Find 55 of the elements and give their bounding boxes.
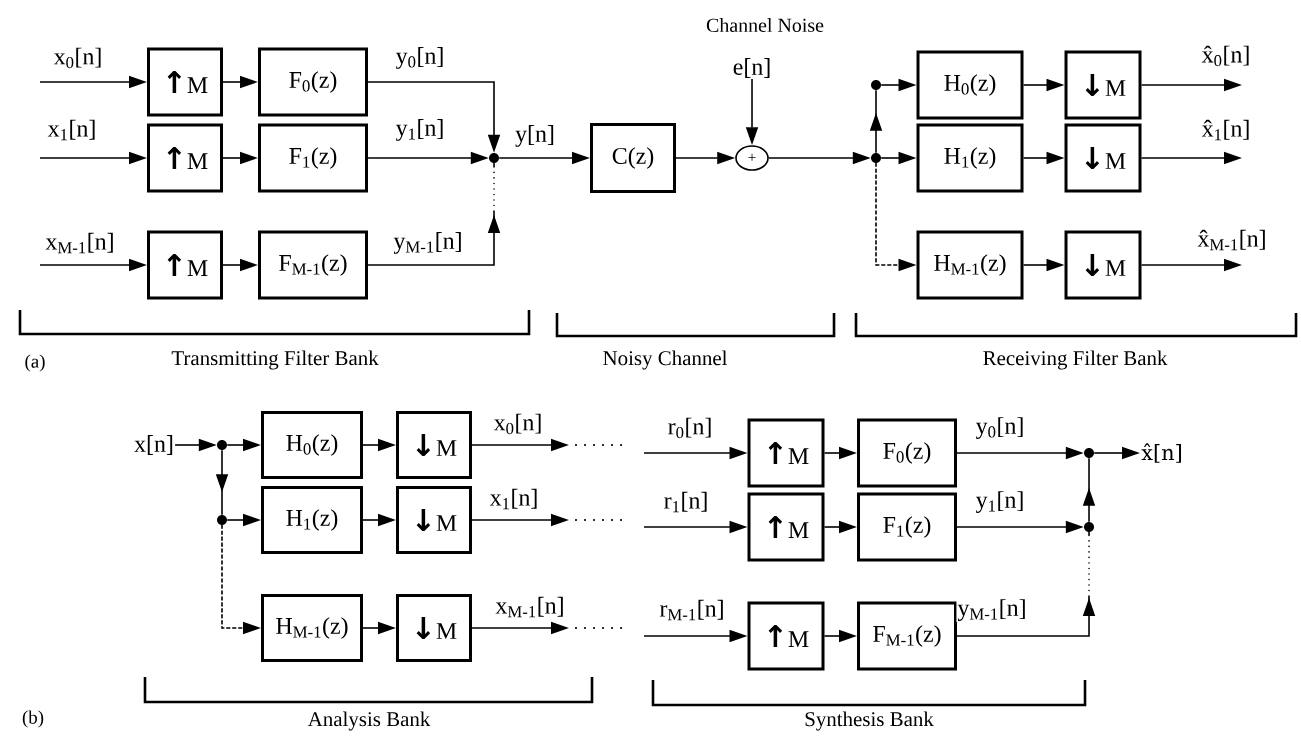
filter-box: F$_{0}$(z): [857, 418, 957, 488]
downsampler-box: ↓M: [1064, 50, 1142, 120]
edge-label: y$_{M-1}$[n]: [956, 598, 1028, 622]
upsampler-box: ↑M: [747, 418, 825, 488]
signal-label: x̂[n]: [1141, 443, 1181, 463]
signal-label: e[n]: [733, 58, 770, 78]
edge-label: r$_{M-1}$[n]: [658, 598, 726, 622]
panel-label: (a): [25, 354, 45, 372]
upsampler-box: ↑M: [147, 47, 223, 117]
edge-label: y$_{1}$[n]: [394, 118, 446, 142]
annotation: Channel Noise: [706, 18, 824, 32]
upsampler-box: ↑M: [147, 123, 223, 193]
signal-label: x[n]: [134, 435, 173, 455]
bracket-label: Synthesis Bank: [805, 711, 934, 731]
filter-box: H$_{0}$(z): [261, 411, 363, 479]
edge-label: y[n]: [514, 124, 556, 148]
filter-box: F$_{M-1}$(z): [857, 601, 957, 671]
edge-label: y$_{0}$[n]: [394, 46, 446, 70]
filter-box: H$_{M-1}$(z): [261, 594, 363, 662]
edge-label: x$_{0}$[n]: [492, 412, 544, 436]
filter-box: F$_{0}$(z): [258, 47, 368, 117]
upsampler-box: ↑M: [147, 230, 223, 300]
edge-label: x$_{M-1}$[n]: [494, 595, 566, 619]
bracket-label: Analysis Bank: [307, 711, 431, 731]
filter-box: F$_{M-1}$(z): [258, 230, 368, 300]
downsampler-box: ↓M: [396, 594, 472, 662]
filter-box: C(z): [590, 123, 676, 193]
filter-box: H$_{1}$(z): [261, 486, 363, 554]
filter-box: F$_{1}$(z): [258, 123, 368, 193]
filter-box: F$_{1}$(z): [857, 492, 957, 562]
edge-label: r$_{0}$[n]: [666, 416, 714, 440]
downsampler-box: ↓M: [1064, 123, 1142, 193]
filter-box: H$_{1}$(z): [916, 123, 1024, 193]
upsampler-box: ↑M: [747, 492, 825, 562]
edge-label: x̂$_{0}$[n]: [1200, 44, 1252, 68]
edge-label: x$_{1}$[n]: [46, 118, 98, 142]
bracket-label: Transmitting Filter Bank: [171, 350, 379, 370]
edge-label: x$_{M-1}$[n]: [44, 231, 116, 255]
bracket-label: Receiving Filter Bank: [983, 350, 1168, 370]
edge-label: x̂$_{1}$[n]: [1200, 118, 1252, 142]
filter-box: H$_{M-1}$(z): [916, 230, 1024, 300]
edge-label: r$_{1}$[n]: [662, 490, 710, 514]
edge-label: x$_{0}$[n]: [52, 46, 104, 70]
downsampler-box: ↓M: [396, 411, 472, 479]
downsampler-box: ↓M: [396, 486, 472, 554]
edge-label: y$_{M-1}$[n]: [392, 231, 464, 255]
panel-label: (b): [22, 710, 44, 728]
upsampler-box: ↑M: [747, 601, 825, 671]
downsampler-box: ↓M: [1064, 230, 1142, 300]
edge-label: x$_{1}$[n]: [488, 487, 540, 511]
edge-label: y$_{0}$[n]: [974, 416, 1026, 440]
edge-label: y$_{1}$[n]: [974, 490, 1026, 514]
bracket-label: Noisy Channel: [603, 350, 728, 370]
edge-label: x̂$_{M-1}$[n]: [1196, 228, 1268, 252]
filter-box: H$_{0}$(z): [916, 50, 1024, 120]
